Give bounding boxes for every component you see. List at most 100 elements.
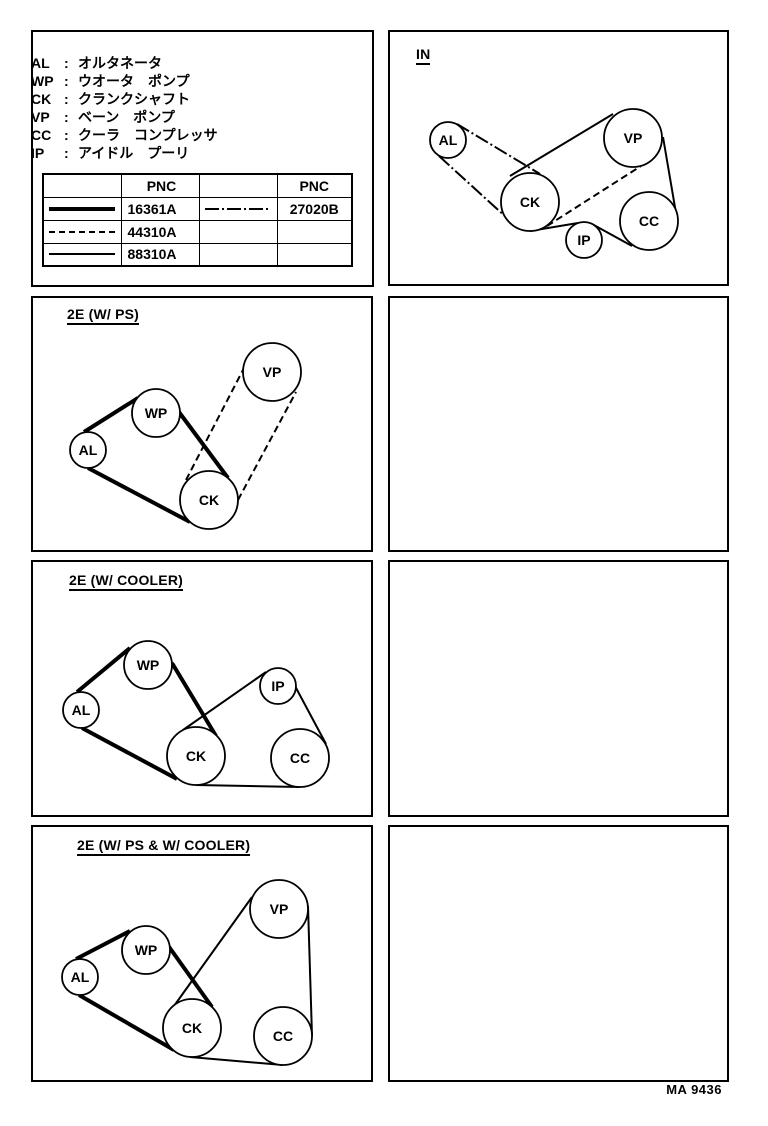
- abbr-sep: :: [64, 145, 69, 161]
- belt-thick-16361A: [81, 726, 178, 781]
- pulley-wp: WP: [123, 640, 173, 690]
- abbr-sep: :: [64, 91, 69, 107]
- panel-title: IN: [416, 46, 431, 65]
- abbreviation-wp: WP : ウオータ ポンプ: [31, 72, 218, 90]
- header-pnc-1: PNC: [120, 173, 200, 198]
- figure-code: MA 9436: [666, 1082, 722, 1097]
- pulley-circle: [61, 958, 99, 996]
- belt-dashed-44310A: [185, 367, 245, 481]
- belt-dashed-44310A: [237, 391, 297, 501]
- belt-thick-16361A: [87, 466, 191, 524]
- pulley-circle: [270, 728, 330, 788]
- belt-thick-16361A: [77, 993, 176, 1052]
- pulley-label: CC: [290, 750, 310, 766]
- abbr-sep: :: [64, 127, 69, 143]
- belt-thick-16361A: [75, 646, 132, 694]
- belt-thick-16361A: [170, 661, 218, 738]
- pulley-vp: VP: [242, 342, 302, 402]
- pulley-label: CK: [199, 492, 219, 508]
- abbr-name: ベーン ポンプ: [78, 109, 175, 125]
- pnc-table: PNC PNC 16361A 27020B 44310A 88310A: [42, 173, 353, 267]
- pulley-al: AL: [61, 958, 99, 996]
- line-sample-cell: [198, 219, 278, 244]
- pulley-label: IP: [577, 232, 590, 248]
- pulley-circle: [166, 726, 226, 786]
- abbr-sep: :: [64, 109, 69, 125]
- pulley-label: CC: [273, 1028, 293, 1044]
- abbr-code: VP: [31, 109, 50, 125]
- belt-thick-16361A: [82, 396, 140, 434]
- abbr-code: AL: [31, 55, 50, 71]
- pnc-value: 16361A: [120, 196, 200, 221]
- belt-thin-88310A: [173, 896, 253, 1007]
- abbr-code: CC: [31, 127, 52, 143]
- pulley-al: AL: [69, 431, 107, 469]
- abbr-code: IP: [31, 145, 45, 161]
- pulley-cc: CC: [270, 728, 330, 788]
- pulley-ck: CK: [500, 172, 560, 232]
- belt-routing-diagram: AL WP IP CK CC: [62, 640, 330, 788]
- pulley-wp: WP: [131, 388, 181, 438]
- belt-routing-diagram: [390, 562, 731, 819]
- pulley-circle: [565, 221, 603, 259]
- pulley-label: VP: [270, 901, 289, 917]
- abbreviation-list: AL : オルタネータ WP : ウオータ ポンプ CK : クランクシャフト …: [31, 54, 218, 162]
- pulley-ck: CK: [166, 726, 226, 786]
- belt-dashed-44310A: [546, 165, 642, 227]
- pulley-ck: CK: [162, 998, 222, 1058]
- pulley-label: CK: [520, 194, 540, 210]
- pulley-circle: [62, 691, 100, 729]
- panel-title: 2E (W/ PS & W/ COOLER): [77, 837, 251, 856]
- pulley-label: CK: [182, 1020, 202, 1036]
- pulley-circle: [603, 108, 663, 168]
- belt-thin-88310A: [591, 223, 633, 247]
- pnc-value: 88310A: [120, 242, 200, 267]
- pulley-circle: [121, 925, 171, 975]
- pnc-table-header: PNC PNC: [42, 173, 353, 198]
- abbr-code: CK: [31, 91, 52, 107]
- abbr-name: クランクシャフト: [78, 91, 190, 107]
- abbr-name: ウオータ ポンプ: [78, 73, 190, 89]
- thin-line-sample: [49, 253, 116, 256]
- pulley-circle: [259, 667, 297, 705]
- abbreviation-ck: CK : クランクシャフト: [31, 90, 218, 108]
- pulley-label: IP: [271, 678, 284, 694]
- belt-routing-diagram: [390, 298, 731, 554]
- pulley-circle: [162, 998, 222, 1058]
- belt-thick-16361A: [75, 929, 131, 961]
- pulley-label: VP: [263, 364, 282, 380]
- abbreviation-cc: CC : クーラ コンプレッサ: [31, 126, 218, 144]
- abbreviation-vp: VP : ベーン ポンプ: [31, 108, 218, 126]
- pnc-value: 27020B: [276, 196, 353, 221]
- line-sample-cell: [198, 196, 278, 221]
- pulley-al: AL: [62, 691, 100, 729]
- line-sample-cell: [42, 242, 122, 267]
- belt-thin-88310A: [195, 784, 301, 788]
- belt-thin-88310A: [182, 671, 267, 731]
- legend-panel: AL : オルタネータ WP : ウオータ ポンプ CK : クランクシャフト …: [31, 30, 374, 287]
- line-sample-cell: [198, 242, 278, 267]
- pulley-al: AL: [429, 121, 467, 159]
- abbreviation-al: AL : オルタネータ: [31, 54, 218, 72]
- line-sample-cell: [42, 219, 122, 244]
- header-line-2: [198, 173, 278, 198]
- diagram-panel-blank-1: [388, 296, 729, 552]
- belt-thin-88310A: [662, 136, 678, 220]
- pulley-vp: VP: [603, 108, 663, 168]
- pulley-circle: [500, 172, 560, 232]
- belt-thin-88310A: [294, 685, 327, 745]
- belt-thick-16361A: [165, 942, 214, 1009]
- abbr-name: クーラ コンプレッサ: [78, 127, 218, 143]
- abbr-name: アイドル プーリ: [78, 145, 190, 161]
- pnc-value: 44310A: [120, 219, 200, 244]
- pulley-label: AL: [71, 969, 90, 985]
- pulley-ip: IP: [259, 667, 297, 705]
- pulley-circle: [131, 388, 181, 438]
- abbr-sep: :: [64, 73, 69, 89]
- pulley-circle: [429, 121, 467, 159]
- belt-routing-diagram: [390, 827, 731, 1084]
- diagram-panel-blank-3: [388, 825, 729, 1082]
